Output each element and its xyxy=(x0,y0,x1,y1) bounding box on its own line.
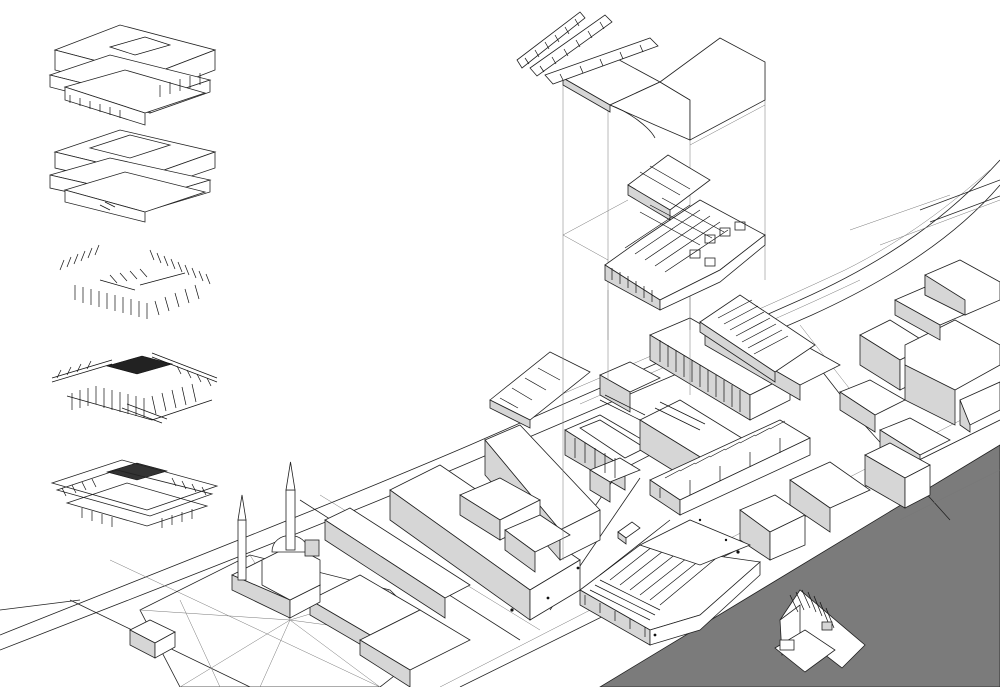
city-blocks-right xyxy=(739,259,1000,561)
explosion-guide-lines xyxy=(562,62,766,560)
upper-terrace xyxy=(699,294,816,383)
phase-diagram-3 xyxy=(59,244,211,319)
exploded-level-upper-floor xyxy=(604,154,766,311)
minaret-right xyxy=(285,461,296,551)
building-block-diagonal xyxy=(324,507,471,619)
exploded-level-roof xyxy=(516,11,766,141)
phase-diagram-4 xyxy=(51,352,218,424)
phase-diagram-2 xyxy=(49,129,217,223)
phase-diagram-1 xyxy=(48,24,217,126)
floating-terrace xyxy=(489,351,591,429)
tram-icon xyxy=(617,521,641,545)
central-complex-hatch xyxy=(574,340,786,498)
building-block-corner xyxy=(129,619,176,659)
waterfront-building xyxy=(579,519,761,646)
minaret-left xyxy=(237,494,247,581)
building-block-south xyxy=(309,574,471,687)
mosque xyxy=(231,526,321,619)
street-figures xyxy=(510,518,740,637)
building-block-small-b xyxy=(504,514,571,573)
pier xyxy=(774,589,866,673)
phase-diagram-5 xyxy=(50,459,219,528)
